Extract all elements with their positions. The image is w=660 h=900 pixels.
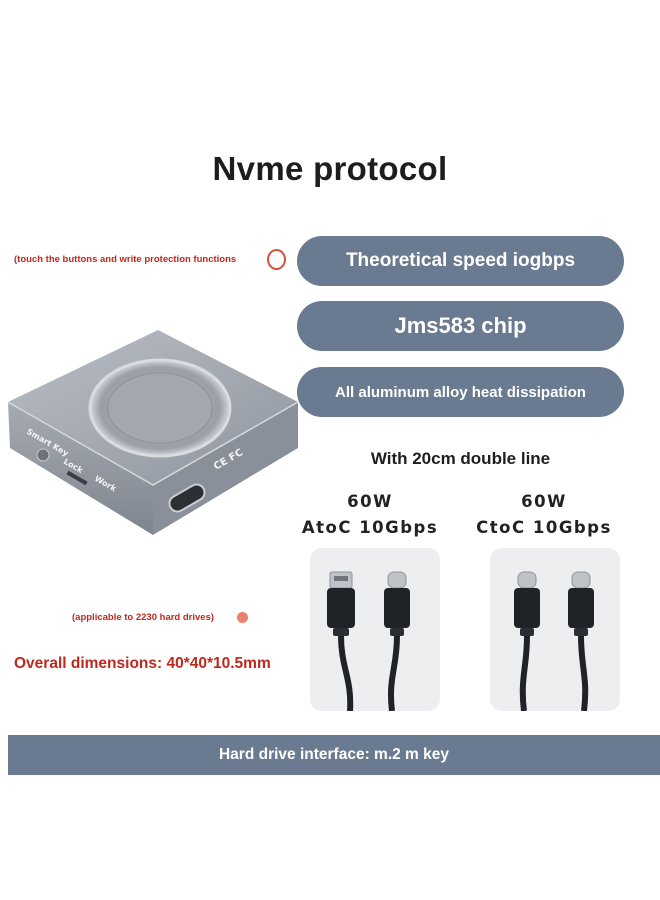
page-title: Nvme protocol [212,150,448,187]
cable-heading: With 20cm double line [370,449,551,468]
feature-pill-chip: Jms583 chip [297,301,624,351]
cable-power-label: 60W [521,492,567,511]
usb-c-to-c-cable-icon [514,571,594,712]
cable-card-ctoc [490,548,620,712]
circle-marker-icon [267,249,286,270]
ssd-enclosure-image: Smart Key Lock Work CE FC [8,330,298,535]
usb-a-to-c-cable-icon [327,571,410,712]
cable-spec-ctoc: 60W CtoC 10Gbps [464,489,624,541]
feature-pill-speed: Theoretical speed iogbps [297,236,624,286]
buttons-note: (touch the buttons and write protection … [14,254,237,265]
feature-pill-heat: All aluminum alloy heat dissipation [297,367,624,417]
cable-card-atoc [310,548,440,712]
interface-banner: Hard drive interface: m.2 m key [8,735,660,775]
dot-marker-icon [237,612,248,623]
cable-type-label: CtoC 10Gbps [476,518,612,537]
cable-spec-atoc: 60W AtoC 10Gbps [290,489,450,541]
applicable-note: (applicable to 2230 hard drives) [72,612,215,623]
dimensions-text: Overall dimensions: 40*40*10.5mm [14,655,271,672]
cable-power-label: 60W [347,492,393,511]
cable-type-label: AtoC 10Gbps [301,518,439,537]
